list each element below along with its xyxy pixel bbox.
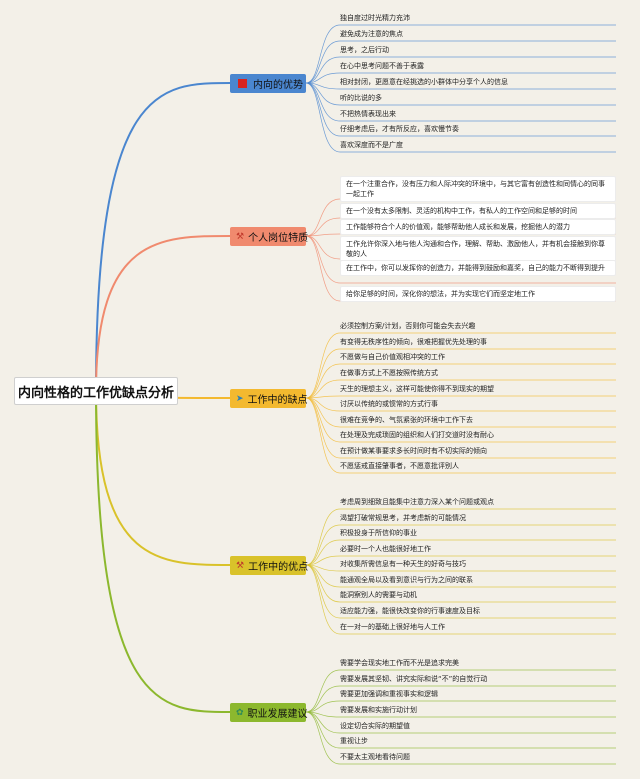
leaf-connector <box>305 235 616 284</box>
leaf-connector <box>305 564 616 572</box>
leaf-connector <box>305 235 616 302</box>
pin-icon: ➤ <box>236 393 244 404</box>
leaf-item[interactable]: 在做事方式上不愿按照传统方式 <box>340 369 438 377</box>
leaf-connector <box>305 379 616 399</box>
branch-node[interactable]: ⚒个人岗位特质 <box>230 227 309 246</box>
leaf-item[interactable]: 不愿惩戒直接肇事者，不愿意批评别人 <box>340 462 459 470</box>
branch-label: 工作中的优点 <box>248 562 309 573</box>
leaf-item[interactable]: 在处理及完成琐固的组织和人们打交道时没有耐心 <box>340 431 494 439</box>
leaf-connector <box>305 711 616 718</box>
leaf-connector <box>305 669 616 713</box>
leaf-item[interactable]: 需要发展其坚韧、讲究实际和说“不”的自觉行动 <box>340 675 488 683</box>
leaf-item[interactable]: 天生的理想主义，这样可能使你得不到现实的期望 <box>340 385 494 393</box>
leaf-item[interactable]: 相对封闭，更愿意在经挑选的小群体中分享个人的信息 <box>340 78 508 86</box>
leaf-item[interactable]: 工作允许你深入地与他人沟通和合作，理解、帮助、激励他人，并有机会接触到你尊敬的人 <box>340 236 616 262</box>
leaf-item[interactable]: 渴望打破常规思考，并考虑新的可能情况 <box>340 514 466 522</box>
leaf-item[interactable]: 在心中思考问题不善于表露 <box>340 62 424 70</box>
leaf-item[interactable]: 很难在竞争的、气氛紧张的环境中工作下去 <box>340 416 473 424</box>
branch-connector <box>95 390 231 713</box>
leaf-connector <box>305 332 616 399</box>
leaf-connector <box>305 72 616 84</box>
leaf-connector <box>305 82 616 90</box>
leaf-connector <box>305 508 616 566</box>
leaf-connector <box>305 397 616 428</box>
tools-icon: ⚒ <box>236 231 245 242</box>
leaf-connector <box>305 24 616 84</box>
leaf-item[interactable]: 喜欢深度而不是广度 <box>340 141 403 149</box>
leaf-item[interactable]: 重视让步 <box>340 737 368 745</box>
leaf-connector <box>305 235 616 260</box>
leaf-connector <box>305 711 616 749</box>
branch-connector <box>95 235 231 392</box>
leaf-item[interactable]: 在工作中，你可以发挥你的创造力，并能得到鼓励和嘉奖，自己的能力不断得到提升 <box>340 260 616 276</box>
leaf-item[interactable]: 积极投身于所信仰的事业 <box>340 529 417 537</box>
leaf-item[interactable]: 在一个没有太多限制、灵活的机构中工作，有私人的工作空间和足够的时间 <box>340 203 616 219</box>
branch-node[interactable]: 内向的优势 <box>230 74 306 93</box>
branch-node[interactable]: ➤工作中的缺点 <box>230 389 308 408</box>
leaf-connector <box>305 40 616 84</box>
leaf-item[interactable]: 不要太主观地看待问题 <box>340 753 410 761</box>
branch-label: 职业发展建议 <box>247 709 308 720</box>
leaf-item[interactable]: 设定切合实际的期望值 <box>340 722 410 730</box>
leaf-item[interactable]: 必要时一个人也能很好地工作 <box>340 545 431 553</box>
leaf-connector <box>305 700 616 713</box>
leaf-item[interactable]: 有变得无秩序性的倾向，很难把握优先处理的事 <box>340 338 487 346</box>
root-title: 内向性格的工作优缺点分析 <box>17 385 174 401</box>
leaf-item[interactable]: 在一对一的基础上很好地与人工作 <box>340 623 445 631</box>
leaf-item[interactable]: 需要发展和实施行动计划 <box>340 706 417 714</box>
branch-label: 工作中的缺点 <box>247 395 308 406</box>
leaf-item[interactable]: 对收集所需信息有一种天生的好奇与技巧 <box>340 560 466 568</box>
leaf-item[interactable]: 给你足够的时间，深化你的想法，并为实现它们而坚定地工作 <box>340 286 616 302</box>
leaf-item[interactable]: 在一个注重合作，没有压力和人际冲突的环境中，与其它富有创造性和同情心的同事一起工… <box>340 176 616 202</box>
branch-node[interactable]: ⚒工作中的优点 <box>230 556 309 575</box>
leaf-item[interactable]: 独自度过时光精力充沛 <box>340 14 410 22</box>
leaf-item[interactable]: 能洞察别人的需要与动机 <box>340 591 417 599</box>
leaf-connector <box>305 524 616 566</box>
leaf-item[interactable]: 不愿做与自己价值观相冲突的工作 <box>340 353 445 361</box>
leaf-item[interactable]: 需要学会现实地工作而不光是追求完美 <box>340 659 459 667</box>
leaf-item[interactable]: 在预计做某事要求多长时间时有不切实际的倾向 <box>340 447 487 455</box>
branch-label: 个人岗位特质 <box>248 233 309 244</box>
leaf-item[interactable]: 仔细考虑后，才有所反应，喜欢慢节奏 <box>340 125 459 133</box>
leaf-connector <box>305 363 616 399</box>
leaf-connector <box>305 217 616 237</box>
leaf-connector <box>305 539 616 566</box>
leaf-item[interactable]: 避免成为注意的焦点 <box>340 30 403 38</box>
branch-label: 内向的优势 <box>253 80 303 91</box>
leaf-item[interactable]: 需要更加强调和重视事实和逻辑 <box>340 690 438 698</box>
leaf-item[interactable]: 听的比说的多 <box>340 94 382 102</box>
leaf-connector <box>305 82 616 122</box>
leaf-connector <box>305 56 616 84</box>
leaf-item[interactable]: 讨厌以传统的或惯常的方式行事 <box>340 400 438 408</box>
leaf-item[interactable]: 考虑周到细致且能集中注意力深入某个问题或观点 <box>340 498 494 506</box>
leaf-connector <box>305 198 616 237</box>
leaf-item[interactable]: 适应能力强，能很快改变你的行事速度及目标 <box>340 607 480 615</box>
leaf-connector <box>305 397 616 412</box>
leaf-connector <box>305 348 616 399</box>
leaf-connector <box>305 564 616 603</box>
leaf-connector <box>305 395 616 399</box>
branch-connector <box>95 390 231 566</box>
leaf-icon: ✿ <box>236 707 244 718</box>
leaf-item[interactable]: 必须控制方案/计划，否则你可能会失去兴趣 <box>340 322 476 330</box>
leaf-connector <box>305 555 616 566</box>
tools-icon: ⚒ <box>236 560 245 571</box>
leaf-connector <box>305 233 616 237</box>
branch-node[interactable]: ✿职业发展建议 <box>230 703 308 722</box>
leaf-item[interactable]: 工作能够符合个人的价值观，能够帮助他人成长和发展，挖掘他人的潜力 <box>340 219 616 235</box>
leaf-connector <box>305 711 616 765</box>
leaf-item[interactable]: 思考，之后行动 <box>340 46 389 54</box>
red-square-icon <box>236 77 249 90</box>
leaf-connector <box>305 685 616 713</box>
leaf-item[interactable]: 能通观全局以及看到意识与行为之间的联系 <box>340 576 473 584</box>
root-node[interactable]: 内向性格的工作优缺点分析 <box>14 377 178 405</box>
branch-connector <box>95 82 231 392</box>
leaf-item[interactable]: 不把热情表现出来 <box>340 110 396 118</box>
